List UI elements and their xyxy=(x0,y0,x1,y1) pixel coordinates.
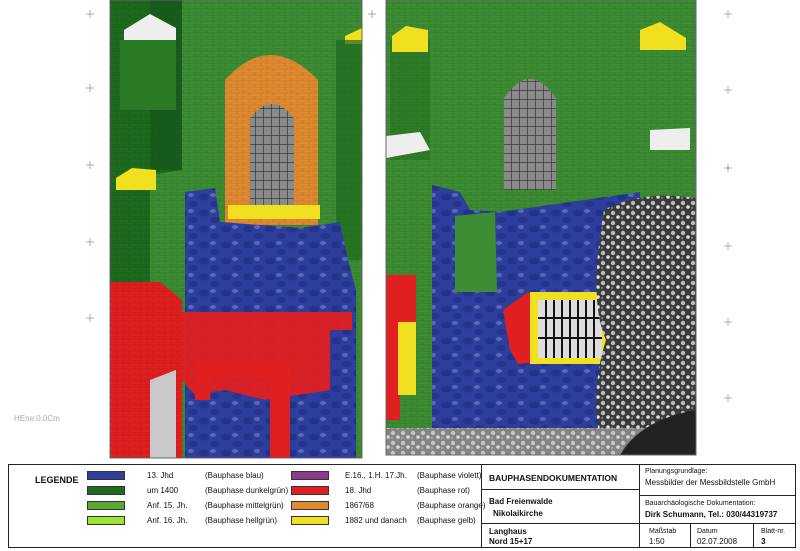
legend-swatch-darkgreen xyxy=(87,486,125,495)
doc-label: Bauarchäologische Dokumentation: xyxy=(645,500,756,507)
legend-swatch-lightgreen xyxy=(87,516,125,525)
legend-date: um 1400 xyxy=(147,486,179,495)
section: Langhaus xyxy=(489,527,527,536)
registration-marks xyxy=(86,10,732,402)
legend-date: Anf. 15. Jh. xyxy=(147,501,188,510)
building: Nikolaikirche xyxy=(493,509,543,518)
left-elevation xyxy=(109,0,363,459)
planning-label: Planungsgrundlage: xyxy=(645,468,708,475)
legend-swatch-blue xyxy=(87,471,125,480)
scale-value: 1:50 xyxy=(649,537,665,546)
legend-swatch-violet xyxy=(291,471,329,480)
legend-date: 18. Jhd xyxy=(345,486,372,495)
legend-phase: (Bauphase orange) xyxy=(417,501,486,510)
elevation-drawing xyxy=(86,0,732,459)
legend-phase: (Bauphase rot) xyxy=(417,486,470,495)
date-label: Datum xyxy=(697,528,718,535)
barred-window xyxy=(530,292,608,364)
doc-title: BAUPHASENDOKUMENTATION xyxy=(489,473,618,483)
legend-date: 13. Jhd xyxy=(147,471,174,480)
date-value: 02.07.2008 xyxy=(697,537,738,546)
side-note: HEne:0.0Cm xyxy=(14,414,60,423)
legend-phase: (Bauphase violett) xyxy=(417,471,482,480)
sheet-label: Blatt-nr. xyxy=(761,528,786,535)
legend-phase: (Bauphase gelb) xyxy=(417,516,476,525)
legend-phase: (Bauphase blau) xyxy=(205,471,264,480)
location: Bad Freienwalde xyxy=(489,497,553,506)
scale-label: Maßstab xyxy=(649,528,677,535)
legend-title: LEGENDE xyxy=(35,475,79,485)
doc-value: Dirk Schumann, Tel.: 030/44319737 xyxy=(645,510,778,519)
planning-value: Messbilder der Messbildstelle GmbH xyxy=(645,478,776,487)
legend-date: 1867/68 xyxy=(345,501,374,510)
section-detail: Nord 15+17 xyxy=(489,537,533,546)
legend-swatch-orange xyxy=(291,501,329,510)
legend-date: Anf. 16. Jh. xyxy=(147,516,188,525)
right-elevation xyxy=(385,0,697,456)
title-block: LEGENDE 13. Jhd (Bauphase blau) um 1400 … xyxy=(8,464,796,548)
legend-swatch-midgreen xyxy=(87,501,125,510)
legend-date: 1882 und danach xyxy=(345,516,407,525)
legend-swatch-yellow xyxy=(291,516,329,525)
legend-date: E.16., 1.H. 17.Jh. xyxy=(345,471,407,480)
sheet-value: 3 xyxy=(761,537,766,546)
legend-swatch-red xyxy=(291,486,329,495)
legend-phase: (Bauphase mittelgrün) xyxy=(205,501,284,510)
legend-phase: (Bauphase hellgrün) xyxy=(205,516,278,525)
legend-phase: (Bauphase dunkelgrün) xyxy=(205,486,289,495)
